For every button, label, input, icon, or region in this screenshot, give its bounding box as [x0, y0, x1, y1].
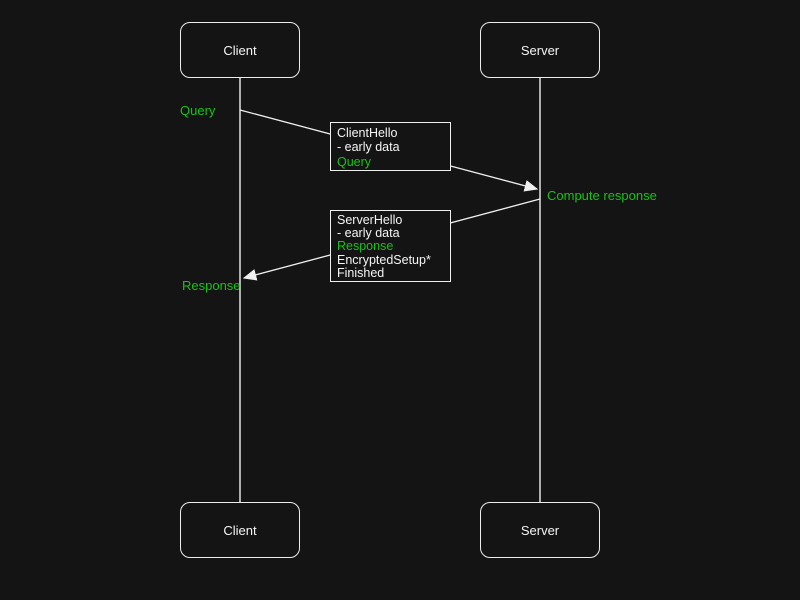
note-line: Query — [337, 154, 372, 169]
actor-server-bottom-label: Server — [520, 522, 560, 538]
actor-server-top-label: Server — [520, 42, 560, 58]
note-line: - early data — [337, 226, 400, 241]
actor-server-bottom: Server — [480, 502, 600, 558]
note-line: ClientHello — [337, 126, 398, 140]
server-hello-note: ServerHello - early data Response Encryp… — [330, 210, 451, 282]
note-line: ServerHello — [337, 213, 403, 227]
note-line: - early data — [337, 140, 400, 155]
response-message-label: Response — [182, 278, 241, 293]
query-message-label: Query — [180, 103, 216, 118]
compute-response-label: Compute response — [547, 188, 657, 203]
note-line: Finished — [337, 265, 385, 280]
note-line: Response — [337, 239, 394, 254]
actor-client-top-label: Client — [223, 42, 257, 58]
actor-client-bottom-label: Client — [223, 522, 257, 538]
client-hello-note: ClientHello - early data Query — [330, 122, 451, 171]
note-line: EncryptedSetup* — [337, 252, 431, 267]
actor-server-top: Server — [480, 22, 600, 78]
actor-client-top: Client — [180, 22, 300, 78]
actor-client-bottom: Client — [180, 502, 300, 558]
